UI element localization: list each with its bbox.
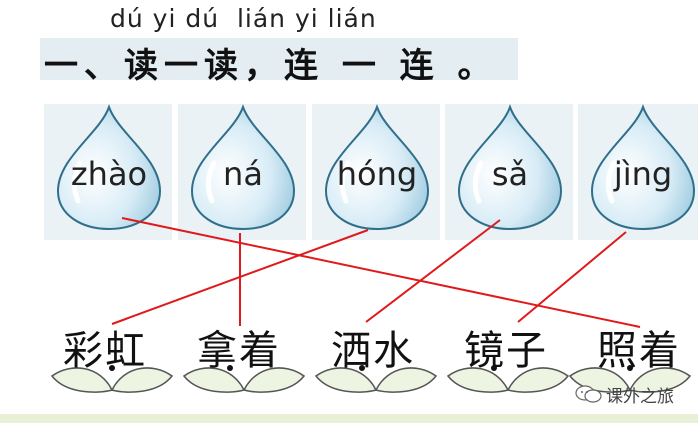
water-drop-zhao[interactable]: zhào: [50, 103, 168, 233]
leaf-decoration: [180, 360, 308, 398]
water-drop-hong[interactable]: hóng: [318, 103, 436, 233]
water-drop-jing[interactable]: jìng: [584, 103, 698, 233]
word-zhaozhe[interactable]: 照着: [597, 328, 681, 374]
title-band: [40, 38, 518, 80]
exercise-title: 一、读一读，连 一 连 。: [44, 46, 498, 86]
drop-pinyin: ná: [223, 155, 263, 193]
water-drop-icon: [590, 103, 696, 231]
title-pinyin: dú yi dú lián yi lián: [110, 4, 377, 33]
water-drop-sa[interactable]: sǎ: [451, 103, 569, 233]
leaf-decoration: [48, 360, 176, 398]
word-jingzi[interactable]: 镜子: [464, 328, 548, 374]
drop-pinyin: zhào: [70, 155, 148, 193]
word-caihong[interactable]: 彩虹: [63, 328, 147, 374]
drop-pinyin: hóng: [336, 155, 418, 193]
leaf-decoration: [444, 360, 572, 398]
leaf-decoration: [566, 360, 694, 398]
drop-pinyin: sǎ: [491, 155, 529, 193]
watermark-text: 课外之旅: [606, 387, 674, 407]
match-line-hong-caihong: [111, 229, 369, 325]
wechat-icon: [575, 385, 602, 403]
word-sashui[interactable]: 洒水: [331, 328, 415, 374]
word-nazhe[interactable]: 拿着: [197, 328, 281, 374]
drop-pinyin: jìng: [613, 155, 673, 193]
water-drop-na[interactable]: ná: [184, 103, 302, 233]
bottom-strip: [0, 414, 698, 423]
water-drop-icon: [56, 103, 162, 231]
leaf-decoration: [312, 360, 440, 398]
match-line-jing-jingzi: [517, 231, 627, 323]
